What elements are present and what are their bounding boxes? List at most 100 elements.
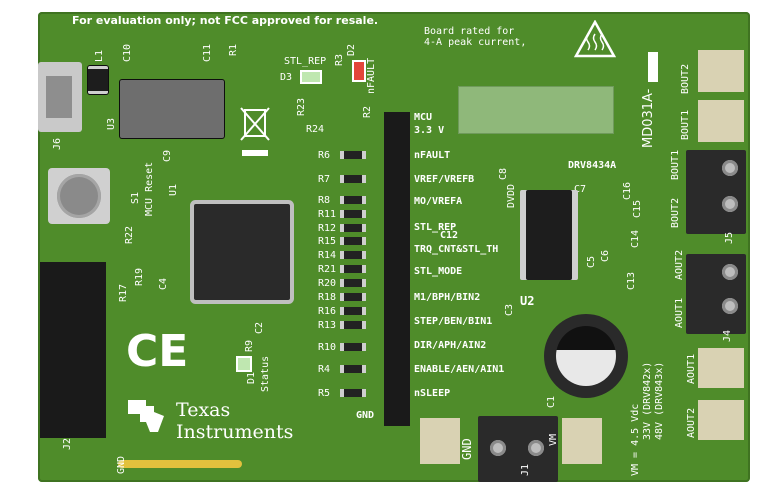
r1-label: R1: [228, 43, 239, 56]
res-label-2: R7: [318, 174, 331, 185]
vm-spec-line2: 33V (DRV842x): [642, 361, 653, 440]
mcu-reset-label: MCU Reset: [144, 161, 155, 216]
hot-surface-icon: [574, 20, 616, 58]
aout1-bottom-label: AOUT1: [686, 353, 697, 384]
pin-label-step: STEP/BEN/BIN1: [414, 316, 493, 327]
status-label: Status: [260, 355, 271, 392]
inductor-l1: [88, 66, 108, 94]
pin-label-dir: DIR/APH/AIN2: [414, 340, 487, 351]
part-number: MD031A-: [641, 88, 656, 148]
l1-label: L1: [94, 49, 105, 62]
resistor: [340, 175, 366, 183]
resistor: [340, 321, 366, 329]
resistor: [340, 293, 366, 301]
screw: [722, 264, 738, 280]
res-label-15: R5: [318, 388, 331, 399]
res-label-11: R16: [318, 306, 337, 317]
pin-label-vref: VREF/VREFB: [414, 174, 475, 185]
res-label-10: R18: [318, 292, 337, 303]
led-d2: [352, 60, 366, 82]
u1-label: U1: [168, 183, 179, 196]
c11-label: C11: [202, 43, 213, 62]
resistor: [340, 251, 366, 259]
gnd-j1-label: GND: [460, 438, 474, 460]
c16-label: C16: [622, 181, 633, 200]
resistor: [340, 196, 366, 204]
mcu-reset-button: [48, 168, 110, 224]
c3-label: C3: [504, 303, 515, 316]
resistor: [340, 265, 366, 273]
resistor: [340, 389, 366, 397]
c10-label: C10: [122, 43, 133, 62]
mcu-chip-u1: [194, 204, 290, 300]
res-label-3: R8: [318, 195, 331, 206]
resistor: [340, 224, 366, 232]
chip-u3: [120, 80, 224, 138]
j2-label: J2: [62, 437, 73, 450]
r2-label: R2: [362, 105, 373, 118]
j4-label: J4: [722, 329, 733, 342]
c4-label: C4: [158, 277, 169, 290]
resistor: [340, 343, 366, 351]
pad-gnd: [420, 418, 460, 464]
ce-mark: CE: [126, 326, 189, 377]
c9-label: C9: [162, 149, 173, 162]
gnd-test-loop: [118, 460, 242, 468]
res-label-9: R20: [318, 278, 337, 289]
screw: [722, 298, 738, 314]
resistor: [340, 365, 366, 373]
pin-label-enable: ENABLE/AEN/AIN1: [414, 364, 505, 375]
r24-label: R24: [306, 124, 325, 135]
c14-label: C14: [630, 229, 641, 248]
c5-label: C5: [586, 255, 597, 268]
weee-bin-icon: [240, 107, 270, 156]
ic-label: DRV8434A: [568, 160, 617, 171]
c1-label: C1: [546, 395, 557, 408]
s1-label: S1: [130, 191, 141, 204]
r19-label: R19: [134, 267, 145, 286]
stl-rep-label: STL_REP: [284, 56, 327, 67]
resistor: [340, 279, 366, 287]
pad-bout2: [698, 50, 744, 92]
gnd-bottom-label: GND: [116, 455, 127, 474]
terminal-j4: [686, 254, 746, 334]
board-note-line1: Board rated for: [424, 26, 515, 37]
pin-label-mo: MO/VREFA: [414, 196, 463, 207]
res-label-8: R21: [318, 264, 337, 275]
gnd-label: GND: [356, 410, 375, 421]
r9-label: R9: [244, 339, 255, 352]
r17-label: R17: [118, 283, 129, 302]
c7-label: C7: [574, 184, 587, 195]
pin-label-nfault: nFAULT: [414, 150, 451, 161]
fcc-notice: For evaluation only; not FCC approved fo…: [72, 14, 379, 27]
pin-label-stl-mode: STL_MODE: [414, 266, 463, 277]
d1-label: D1: [246, 371, 257, 384]
aout2-label: AOUT2: [674, 249, 685, 280]
pad-aout2: [698, 400, 744, 440]
pin-label-stl-rep: STL_REP: [414, 222, 457, 233]
resistor: [340, 237, 366, 245]
vm-spec-line1: VM = 4.5 Vdc: [630, 403, 641, 476]
dvdd-label: DVDD: [506, 183, 517, 208]
pin-label-nsleep: nSLEEP: [414, 388, 451, 399]
d3-label: D3: [280, 72, 293, 83]
c15-label: C15: [632, 199, 643, 218]
u2-label: U2: [520, 294, 535, 308]
bout2-label: BOUT2: [670, 197, 681, 228]
resistor: [340, 210, 366, 218]
j1-label: J1: [520, 463, 531, 476]
mcu-pin-header: [384, 112, 410, 426]
resistor: [340, 151, 366, 159]
res-label-1: R6: [318, 150, 331, 161]
bout1-label: BOUT1: [670, 149, 681, 180]
mcu-header-title: MCU: [414, 112, 433, 123]
led-d1: [236, 356, 252, 372]
pin-label-m1: M1/BPH/BIN2: [414, 292, 481, 303]
vm-label: VM: [548, 433, 559, 446]
c2-label: C2: [254, 321, 265, 334]
bout2-top-label: BOUT2: [680, 63, 691, 94]
u3-label: U3: [106, 117, 117, 130]
nfault-led-label: nFAULT: [366, 57, 377, 94]
j5-label: J5: [724, 231, 735, 244]
vm-spec-line3: 48V (DRV843x): [654, 361, 665, 440]
